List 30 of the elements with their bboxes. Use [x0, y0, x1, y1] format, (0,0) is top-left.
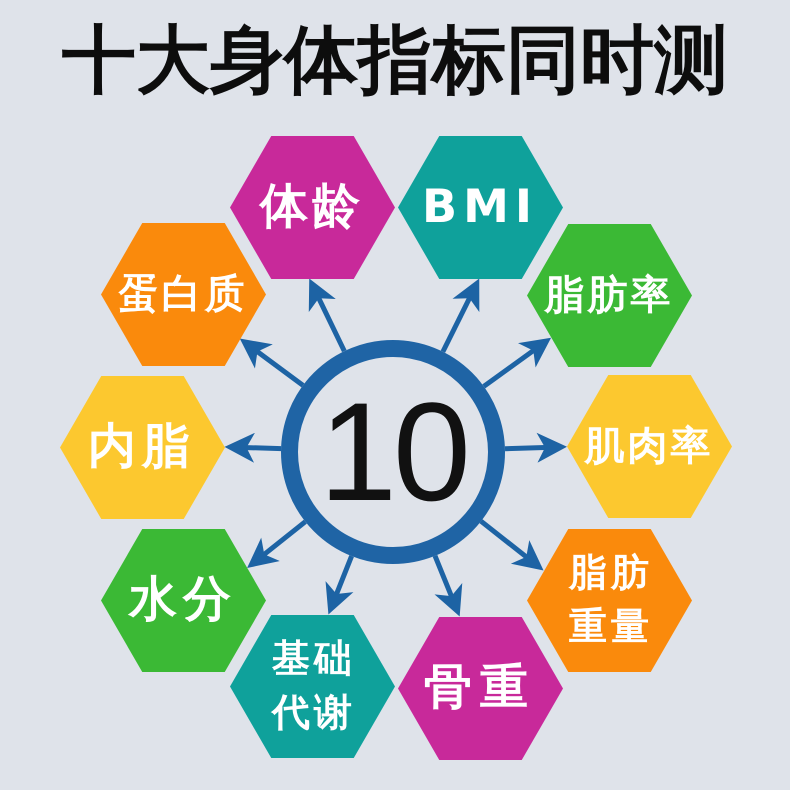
circle — [281, 340, 505, 564]
hexagon — [566, 374, 732, 518]
metric-label: 基础代谢 — [270, 635, 357, 736]
number-label: 10 — [319, 382, 467, 522]
arrow — [482, 338, 552, 388]
metric-label: 脂肪率 — [544, 271, 674, 319]
metric-label: 内脂 — [88, 418, 196, 476]
metric-label: 肌肉率 — [584, 422, 714, 470]
arrow — [326, 555, 354, 614]
metric-label: 体龄 — [260, 178, 364, 236]
hexagon — [526, 224, 692, 366]
hexagon — [230, 614, 394, 758]
arrow — [479, 519, 544, 570]
arrow — [224, 432, 282, 463]
metric-label: 脂肪重量 — [568, 549, 654, 650]
metric-label: 蛋白质 — [118, 270, 248, 318]
arrow — [432, 554, 462, 616]
hexagon — [526, 528, 692, 672]
metric-label: 水分 — [129, 571, 237, 629]
arrow — [308, 278, 347, 352]
hexagon — [398, 616, 562, 760]
metric-label: BMI — [422, 179, 538, 235]
arrow — [240, 338, 304, 388]
arrow — [247, 520, 307, 568]
title: 十大身体指标同时测 — [62, 16, 728, 104]
metric-label: 骨重 — [424, 659, 536, 717]
hexagon — [60, 376, 224, 518]
hexagon — [100, 528, 266, 672]
arrow — [440, 278, 480, 353]
arrow — [504, 432, 567, 463]
